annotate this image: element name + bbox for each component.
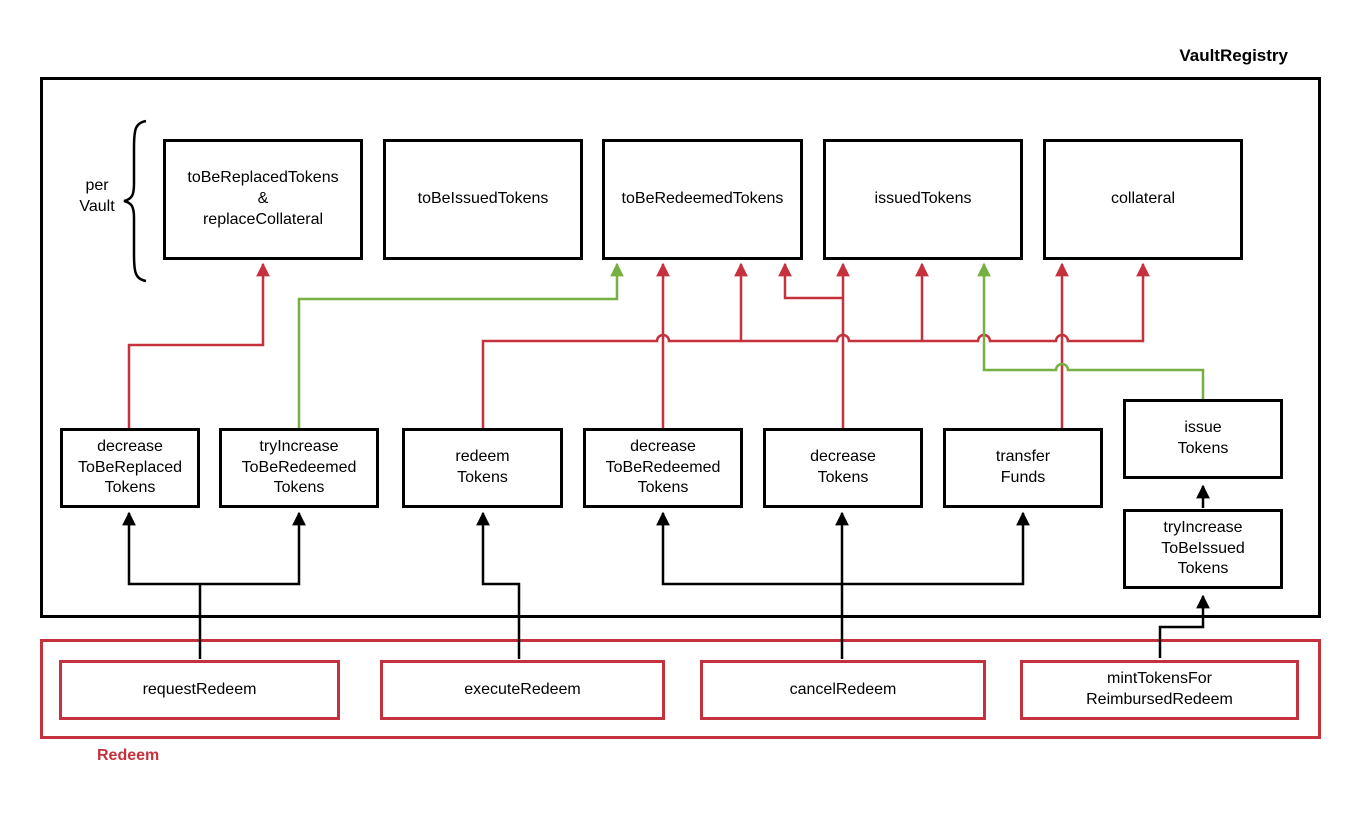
state-box-toberedeemedtokens: toBeRedeemedTokens bbox=[602, 139, 803, 260]
function-box-tryincrease-toberedeemed-tokens: tryIncrease ToBeRedeemed Tokens bbox=[219, 428, 379, 508]
entry-box-cancelredeem: cancelRedeem bbox=[700, 660, 986, 720]
function-box-tryincrease-tobeissued-tokens: tryIncrease ToBeIssued Tokens bbox=[1123, 509, 1283, 589]
state-box-collateral: collateral bbox=[1043, 139, 1243, 260]
state-box-issuedtokens: issuedTokens bbox=[823, 139, 1023, 260]
state-box-tobeissuedtokens: toBeIssuedTokens bbox=[383, 139, 583, 260]
entry-box-requestredeem: requestRedeem bbox=[59, 660, 340, 720]
vaultregistry-container bbox=[40, 77, 1321, 618]
function-box-decrease-tokens: decrease Tokens bbox=[763, 428, 923, 508]
redeem-group-container bbox=[40, 639, 1321, 739]
function-box-decrease-toberedeemed-tokens: decrease ToBeRedeemed Tokens bbox=[583, 428, 743, 508]
entry-box-minttokensforreimbursedredeem: mintTokensFor ReimbursedRedeem bbox=[1020, 660, 1299, 720]
function-box-decrease-tobereplaced-tokens: decrease ToBeReplaced Tokens bbox=[60, 428, 200, 508]
function-box-issue-tokens: issue Tokens bbox=[1123, 399, 1283, 479]
function-box-redeem-tokens: redeem Tokens bbox=[402, 428, 563, 508]
per-vault-label: per Vault bbox=[79, 177, 115, 215]
function-box-transfer-funds: transfer Funds bbox=[943, 428, 1103, 508]
state-box-tobereplacedtokens: toBeReplacedTokens & replaceCollateral bbox=[163, 139, 363, 260]
redeem-group-label: Redeem bbox=[97, 747, 160, 764]
vaultregistry-title: VaultRegistry bbox=[1179, 46, 1288, 65]
entry-box-executeredeem: executeRedeem bbox=[380, 660, 665, 720]
